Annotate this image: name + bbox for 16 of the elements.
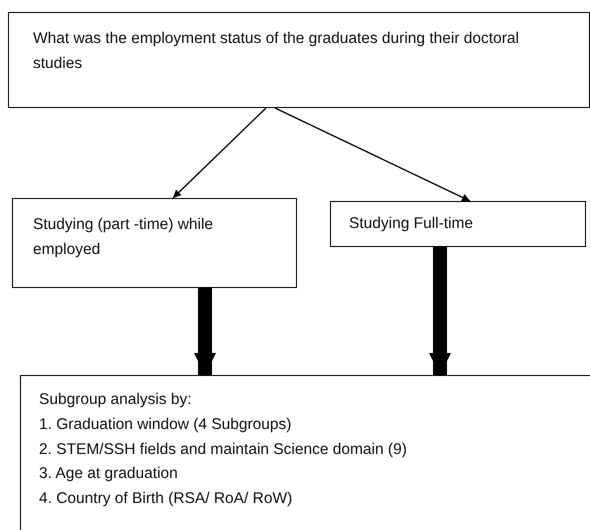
list-item: 1. Graduation window (4 Subgroups)	[39, 414, 292, 435]
box-text: Studying (part -time) while employed	[33, 215, 214, 260]
list-item: 4. Country of Birth (RSA/ RoA/ RoW)	[39, 489, 294, 510]
block-arrow	[194, 288, 216, 375]
arrow	[172, 108, 266, 198]
process-box	[20, 375, 590, 530]
arrow	[274, 107, 470, 202]
process-box	[8, 12, 590, 108]
process-box	[330, 201, 586, 247]
box-text: Subgroup analysis by:	[39, 390, 193, 410]
box-text: Studying Full-time	[349, 214, 474, 234]
list-item: 2. STEM/SSH fields and maintain Science domain (9)	[39, 440, 408, 460]
box-text: What was the employment status of the graduates during their doctoral studies	[33, 29, 520, 74]
process-box	[12, 198, 297, 288]
list-item: 3. Age at graduation	[39, 464, 179, 484]
block-arrow	[429, 247, 451, 375]
